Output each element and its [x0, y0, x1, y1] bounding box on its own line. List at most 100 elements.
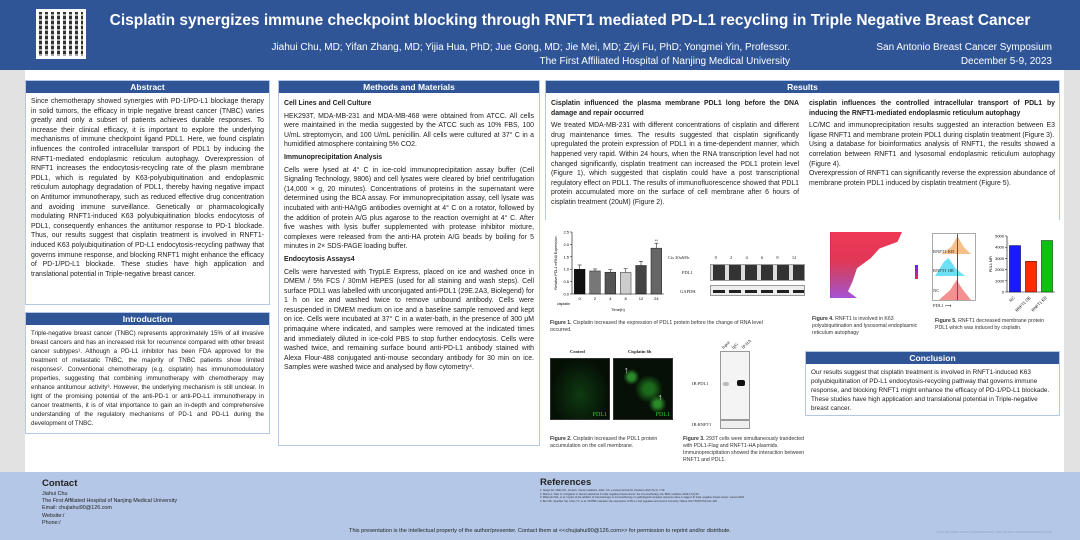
conference-block: San Antonio Breast Cancer Symposium Dece…	[876, 41, 1052, 69]
methods-text: Cells were lysed at 4° C in ice-cold imm…	[284, 166, 534, 251]
blot-header: Cis 20uM/h	[668, 255, 690, 260]
introduction-text: Triple-negative breast cancer (TNBC) rep…	[31, 330, 264, 427]
affiliation: The First Affiliated Hospital of Nanjing…	[539, 56, 790, 67]
poster-title: Cisplatin synergizes immune checkpoint b…	[109, 12, 1031, 29]
conference-name: San Antonio Breast Cancer Symposium	[876, 42, 1052, 53]
bar	[650, 247, 662, 295]
arrow-icon: ↑	[624, 365, 629, 375]
y-axis-label: PDL1 MFI	[989, 256, 993, 272]
authors-block: Jiahui Chu, MD; Yifan Zhang, MD; Yijia H…	[200, 41, 790, 69]
y-tick-label: 0	[1002, 290, 1005, 295]
stain-label: PDL1	[592, 412, 607, 418]
x-tick-label: 8	[625, 296, 628, 301]
abstract-heading: Abstract	[26, 81, 269, 93]
y-tick-label: 4000	[995, 245, 1005, 250]
results-right-text: cisplatin influences the controlled intr…	[804, 93, 1060, 192]
right-margin	[1064, 70, 1080, 472]
copyright-notice: This presentation is the intellectual pr…	[349, 528, 731, 534]
flow-axis-text: PDL1	[933, 303, 944, 308]
flow-axis-label: PDL1 ⟶	[933, 303, 952, 308]
y-tick-label: 1.0	[563, 267, 569, 272]
figure2-caption: Figure 2. Cisplatin increased the PDL1 p…	[550, 436, 675, 450]
lane-label: 8	[776, 255, 779, 260]
introduction-panel: Introduction Triple-negative breast canc…	[25, 312, 270, 434]
figure4-enrichment-chart	[810, 230, 920, 300]
control-micrograph: PDL1	[550, 358, 610, 420]
bar	[589, 270, 601, 295]
figure4-caption: Figure 4. RNFT1 is involved in K63 polyu…	[812, 316, 930, 337]
lane-label: 4	[745, 255, 748, 260]
y-tick-label: 5000	[995, 234, 1005, 239]
contact-line: Email: chujiahui90@126.com	[42, 505, 112, 512]
cisplatin-micrograph: ↑ ↑ PDL1	[613, 358, 673, 420]
methods-text: HEK293T, MDA-MB-231 and MDA-MB-468 were …	[284, 112, 534, 149]
bar	[574, 269, 586, 295]
lane-label: 0	[714, 255, 717, 260]
results-paragraph: Using a database for bioinformatics anal…	[809, 141, 1055, 168]
x-tick-label: RNFT1 OE	[1014, 295, 1032, 313]
x-tick-label: 4	[609, 296, 612, 301]
y-tick-label: 1.5	[563, 254, 569, 259]
conference-dates: December 5-9, 2023	[960, 56, 1052, 67]
x-tick-label: RNFT1 KD	[1030, 295, 1047, 312]
figure5-caption: Figure 5. RNFT1 decreased membrane prote…	[935, 318, 1045, 332]
y-axis-label: Relative PDL1 mRNA Expression	[554, 236, 558, 289]
left-margin	[0, 70, 25, 472]
qr-code-icon	[36, 9, 86, 59]
poster-header: Cisplatin synergizes immune checkpoint b…	[0, 0, 1080, 70]
results-subheading: cisplatin influences the controlled intr…	[809, 100, 1055, 117]
results-panel: Results Cisplatin influenced the plasma …	[545, 80, 1060, 220]
ip-blot	[720, 351, 750, 420]
pdl1-blot-band	[710, 264, 805, 281]
figure-label: Figure 1.	[550, 320, 572, 326]
conclusion-heading: Conclusion	[806, 352, 1059, 364]
results-heading: Results	[546, 81, 1059, 93]
conclusion-text: Our results suggest that cisplatin treat…	[811, 369, 1050, 412]
contact-line: Website:/	[42, 512, 65, 519]
rnft1-blot	[720, 420, 750, 429]
contact-heading: Contact	[42, 478, 78, 489]
contact-line: Phone:/	[42, 519, 61, 526]
panel-label: Cisplatin 6h	[628, 349, 652, 354]
results-left-text: Cisplatin influenced the plasma membrane…	[546, 93, 804, 215]
category-axis-label: cisplatin	[557, 302, 570, 306]
caption-text: Cisplatin increased the PDL1 protein acc…	[550, 436, 658, 449]
contact-line: Jiahui Chu	[42, 491, 68, 497]
results-paragraph: We treated MDA-MB-231 with different con…	[551, 122, 799, 206]
reference-item: 1. Siegel RL, Miller KD, Jemal A. Cancer…	[540, 489, 665, 492]
blot-row-label: PDL1	[682, 270, 693, 275]
figure1-caption: Figure 1. Cisplatin increased the expres…	[550, 320, 780, 334]
stain-label: PDL1	[655, 412, 670, 418]
figure-label: Figure 2.	[550, 436, 572, 442]
x-tick-label: 0	[579, 296, 582, 301]
caption-text: 293T cells were simultaneously trandecte…	[683, 436, 805, 463]
methods-subheading: Immunoprecipitation Analysis	[284, 153, 383, 161]
y-tick-label: 1000	[995, 278, 1005, 283]
lane-label: IgG	[730, 341, 739, 350]
reference-item: 3. Mittendorf EA, et al. Impact of the a…	[540, 496, 745, 500]
reference-item: 4. Burr ML, Sparbier CE, Chan YC, et al.…	[540, 499, 718, 503]
abstract-panel: Abstract Since chemotherapy showed syner…	[25, 80, 270, 305]
lane-label: 12	[791, 255, 797, 260]
caption-text: Cisplatin increased the expression of PD…	[550, 320, 763, 333]
lane-label: Input	[720, 339, 731, 350]
lane-label: 2	[730, 255, 733, 260]
figure-label: Figure 4.	[812, 316, 834, 322]
caption-text: RNFT1 is involved in K63 polyubiquitinat…	[812, 316, 918, 336]
bar	[620, 272, 632, 295]
template-credit: © POSTER TEMPLATE BY GENIGRAPHICS® 1.800…	[935, 530, 1052, 534]
results-subheading: Cisplatin influenced the plasma membrane…	[551, 100, 799, 117]
methods-heading: Methods and Materials	[279, 81, 539, 93]
lane-label: 6	[760, 255, 764, 260]
blot-row-label: GAPDH	[680, 289, 696, 294]
x-tick-label: 2	[594, 296, 597, 301]
flow-row-label: RNFT1 OE	[933, 268, 954, 273]
results-paragraph: LC/MC and immunoprecipitation results su…	[809, 122, 1055, 139]
bar	[635, 265, 647, 295]
y-tick-label: 0.5	[563, 279, 569, 284]
figure1-western-blot: Cis 20uM/h 0 2 4 6 8 12 PDL1 GAPDH	[668, 250, 808, 300]
results-paragraph: Overexpression of RNFT1 can significantl…	[809, 170, 1055, 187]
flow-cytometry-histogram	[932, 233, 976, 301]
